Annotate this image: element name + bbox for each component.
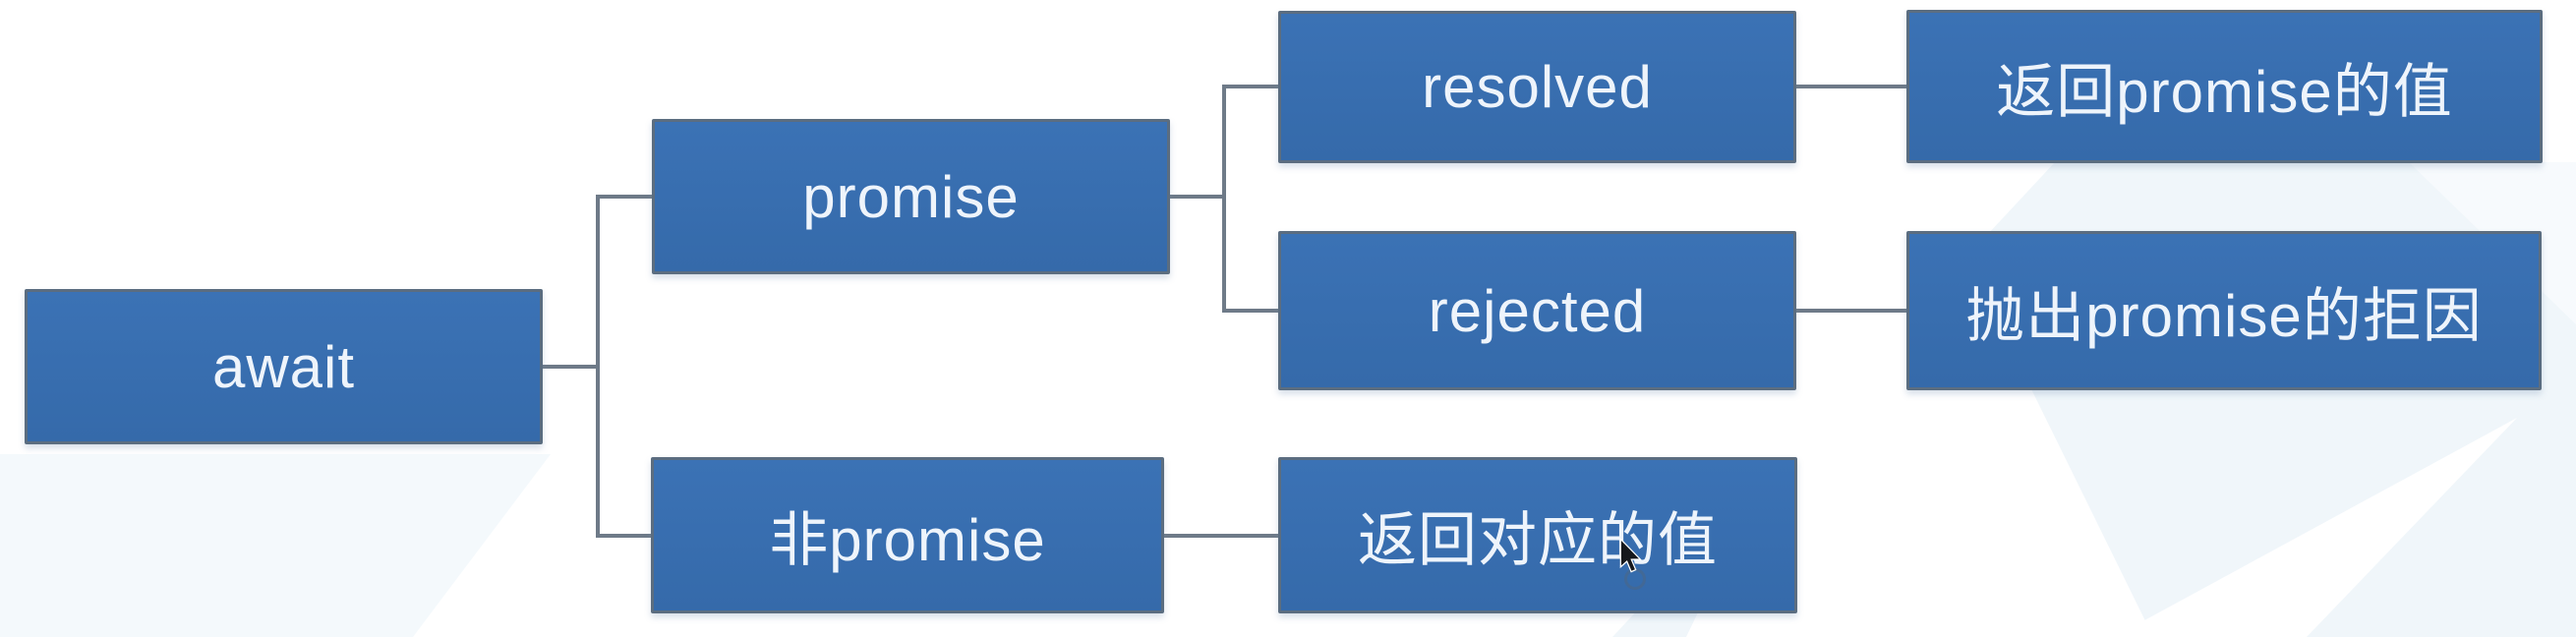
edge-promise-out <box>1170 195 1226 199</box>
node-return-promise-value: 返回promise的值 <box>1906 10 2543 163</box>
node-non-promise: 非promise <box>651 457 1164 613</box>
edge-branch-to-promise <box>596 195 656 199</box>
edge-promise-branch-vertical <box>1222 85 1226 313</box>
node-await: await <box>25 289 543 444</box>
edge-resolved-to-return-promise-value <box>1796 85 1908 88</box>
edge-await-branch-vertical <box>596 195 600 538</box>
node-rejected: rejected <box>1278 231 1796 390</box>
node-throw-promise-reason: 抛出promise的拒因 <box>1906 231 2542 390</box>
node-resolved: resolved <box>1278 11 1796 163</box>
edge-branch-to-resolved <box>1222 85 1282 88</box>
edge-rejected-to-throw-promise-reason <box>1796 309 1908 313</box>
node-promise: promise <box>652 119 1170 274</box>
edge-branch-to-non-promise <box>596 534 655 538</box>
mouse-cursor <box>1619 538 1642 573</box>
node-return-matching-value: 返回对应的值 <box>1278 457 1797 613</box>
edge-non-promise-to-return-matching-value <box>1164 534 1280 538</box>
edge-branch-to-rejected <box>1222 309 1282 313</box>
edge-await-out <box>543 365 600 369</box>
